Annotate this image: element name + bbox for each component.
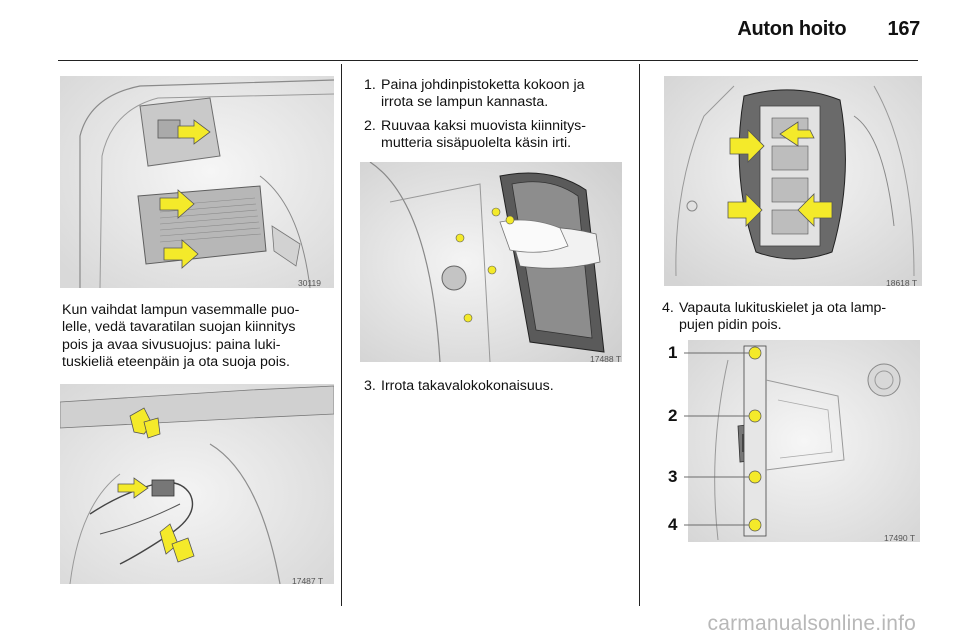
step-number: 2.	[364, 117, 376, 134]
step-item: 1. Paina johdinpistoketta kokoon ja irro…	[364, 77, 634, 112]
figure-bulb-positions	[688, 340, 920, 542]
callout-number-1: 1	[668, 343, 678, 362]
figure-number: 17488 T	[590, 354, 622, 364]
paragraph-line: Kun vaihdat lampun vasemmalle puo-	[62, 302, 300, 318]
step-item: 3. Irrota takavalokokonaisuus.	[364, 378, 634, 395]
wiring-illustration	[60, 384, 334, 584]
page-header: Auton hoito 167	[737, 18, 920, 41]
bulb-positions-illustration	[688, 340, 920, 542]
figure-number: 17487 T	[292, 576, 324, 586]
figure-lamp-holder	[664, 76, 922, 286]
step-number: 1.	[364, 77, 376, 93]
figure-number: 18618 T	[886, 278, 918, 288]
steps-list-continued: 3. Irrota takavalokokonaisuus.	[364, 378, 634, 401]
section-title: Auton hoito	[737, 18, 847, 40]
step-number: 4.	[662, 300, 674, 316]
taillight-removal-illustration	[360, 162, 622, 362]
page-number: 167	[887, 18, 921, 40]
figure-wiring	[60, 384, 334, 584]
callout-number-2: 2	[668, 406, 678, 425]
step-line: mutteria sisäpuolelta käsin irti.	[381, 135, 572, 152]
instruction-paragraph: Kun vaihdat lampun vasemmalle puo- lelle…	[62, 302, 342, 372]
callout-leaders	[684, 352, 749, 526]
figure-taillight-removal	[360, 162, 622, 362]
paragraph-line: lelle, vedä tavaratilan suojan kiinnitys	[62, 319, 296, 336]
figure-trunk-panel	[60, 76, 334, 288]
figure-number: 30119	[298, 278, 322, 288]
step-line: Paina johdinpistoketta kokoon ja	[381, 77, 585, 93]
callout-number-3: 3	[668, 467, 678, 486]
step-number: 3.	[364, 378, 376, 394]
header-rule	[58, 60, 918, 61]
step-line: Ruuvaa kaksi muovista kiinnitys-	[381, 117, 587, 134]
paragraph-line: pois ja avaa sivusuojus: paina luki-	[62, 336, 281, 353]
figure-number: 17490 T	[884, 533, 916, 543]
step-line: pujen pidin pois.	[679, 317, 782, 334]
step-item: 2. Ruuvaa kaksi muovista kiinnitys- mutt…	[364, 118, 634, 153]
step-line: Irrota takavalokokonaisuus.	[381, 378, 554, 394]
trunk-panel-illustration	[60, 76, 334, 288]
steps-list: 1. Paina johdinpistoketta kokoon ja irro…	[364, 77, 634, 159]
watermark: carmanualsonline.info	[707, 612, 916, 635]
step-line: irrota se lampun kannasta.	[381, 94, 549, 111]
step-item: 4. Vapauta lukituskielet ja ota lamp- pu…	[662, 300, 932, 335]
step-line: Vapauta lukituskielet ja ota lamp-	[679, 300, 887, 316]
steps-list-col3: 4. Vapauta lukituskielet ja ota lamp- pu…	[662, 300, 932, 341]
callout-number-4: 4	[668, 515, 678, 534]
paragraph-line: tuskieliä eteenpäin ja ota suoja pois.	[62, 354, 290, 371]
lamp-holder-illustration	[664, 76, 922, 286]
column-divider-1	[341, 64, 342, 606]
column-divider-2	[639, 64, 640, 606]
